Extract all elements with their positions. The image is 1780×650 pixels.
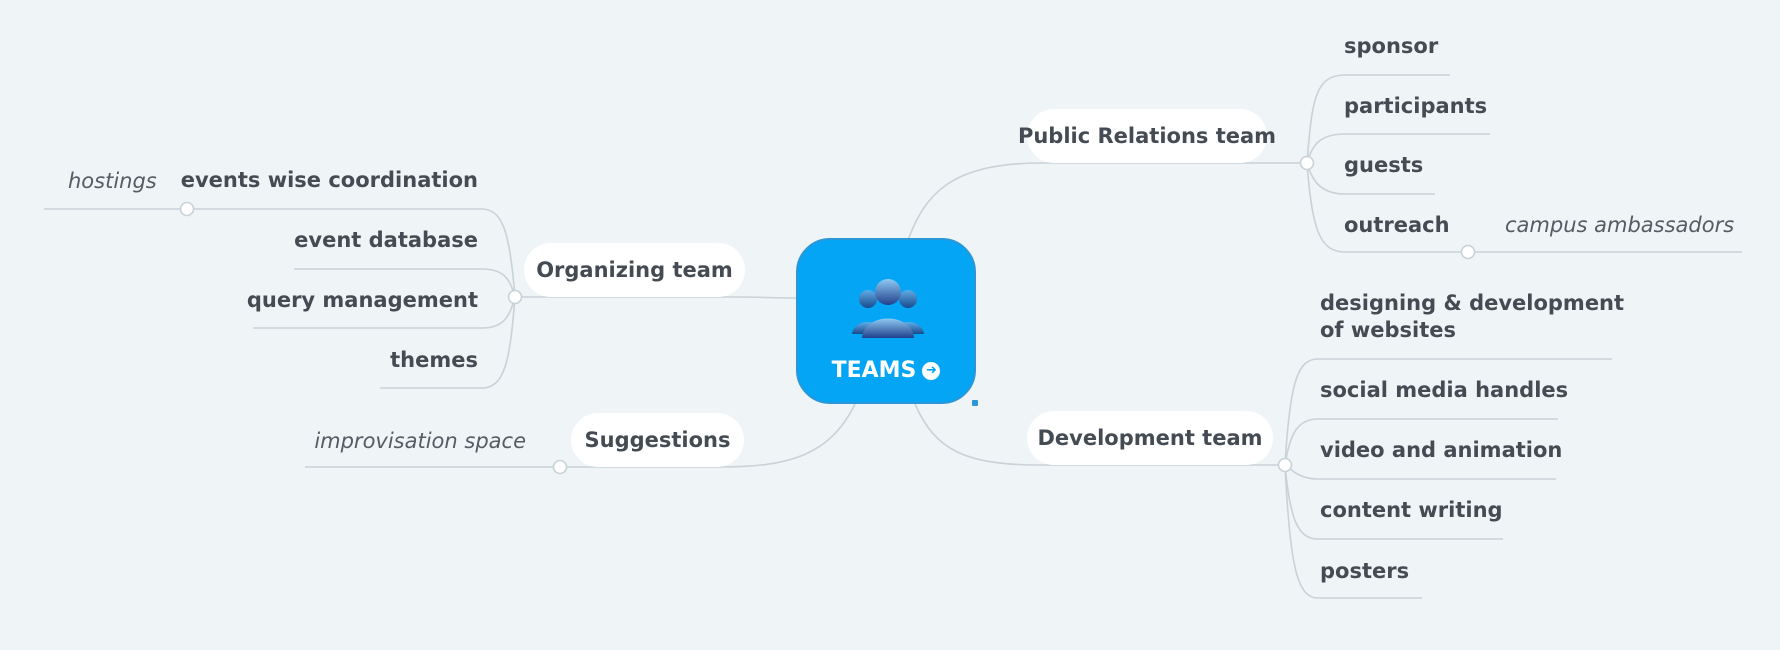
link-suggestions: [560, 403, 856, 468]
link-sponsor: [1306, 74, 1450, 164]
topic-label: Organizing team: [536, 258, 733, 282]
subtopic-content-writing[interactable]: content writing: [1320, 498, 1503, 522]
note-hostings[interactable]: hostings: [68, 169, 157, 193]
collapse-knob-organizing[interactable]: [507, 289, 523, 305]
central-topic-label: TEAMS: [831, 358, 917, 383]
subtopic-line-1: designing & development: [1320, 291, 1625, 315]
arrow-right-circle-icon[interactable]: ➜: [922, 361, 941, 380]
subtopic-outreach[interactable]: outreach: [1344, 213, 1450, 237]
user-group-icon: [852, 279, 924, 338]
link-video: [1284, 464, 1556, 480]
link-development: [914, 403, 1285, 466]
link-events-wise: [187, 208, 516, 298]
note-campus-ambassadors[interactable]: campus ambassadors: [1505, 213, 1735, 237]
link-posters: [1284, 464, 1422, 599]
subtopic-guests[interactable]: guests: [1344, 153, 1424, 177]
subtopic-social-media-handles[interactable]: social media handles: [1320, 378, 1569, 402]
subtopic-posters[interactable]: posters: [1320, 559, 1410, 583]
topic-development-team[interactable]: Development team: [1027, 411, 1273, 465]
link-organizing: [520, 296, 797, 299]
topic-label: Public Relations team: [1017, 124, 1277, 148]
link-public-relations: [907, 162, 1300, 241]
topic-organizing-team[interactable]: Organizing team: [524, 243, 745, 297]
collapse-knob-events-wise[interactable]: [179, 201, 195, 217]
collapse-knob-outreach[interactable]: [1460, 244, 1476, 260]
link-content-writing: [1284, 464, 1503, 540]
note-improvisation-space[interactable]: improvisation space: [314, 429, 526, 453]
central-topic[interactable]: TEAMS ➜: [796, 238, 978, 406]
topic-public-relations-team[interactable]: Public Relations team: [1018, 109, 1276, 163]
resize-handle[interactable]: [972, 400, 978, 406]
link-outreach: [1306, 162, 1468, 253]
collapse-knob-development[interactable]: [1277, 457, 1293, 473]
subtopic-themes[interactable]: themes: [390, 348, 478, 372]
link-social-media: [1284, 418, 1558, 466]
subtopic-participants[interactable]: participants: [1344, 94, 1488, 118]
subtopic-video-and-animation[interactable]: video and animation: [1320, 438, 1563, 462]
topic-label: Development team: [1037, 426, 1263, 450]
subtopic-events-wise-coordination[interactable]: events wise coordination: [180, 168, 478, 192]
topic-suggestions[interactable]: Suggestions: [571, 413, 744, 467]
topic-label: Suggestions: [584, 428, 731, 452]
link-themes: [380, 296, 516, 389]
link-designing: [1284, 358, 1612, 466]
subtopic-event-database[interactable]: event database: [294, 228, 478, 252]
collapse-knob-suggestions[interactable]: [552, 459, 568, 475]
subtopic-sponsor[interactable]: sponsor: [1344, 34, 1439, 58]
subtopic-line-2: of websites: [1320, 318, 1457, 342]
subtopic-designing-development[interactable]: designing & development of websites: [1320, 290, 1624, 344]
subtopic-query-management[interactable]: query management: [246, 288, 478, 312]
collapse-knob-public-relations[interactable]: [1299, 155, 1315, 171]
